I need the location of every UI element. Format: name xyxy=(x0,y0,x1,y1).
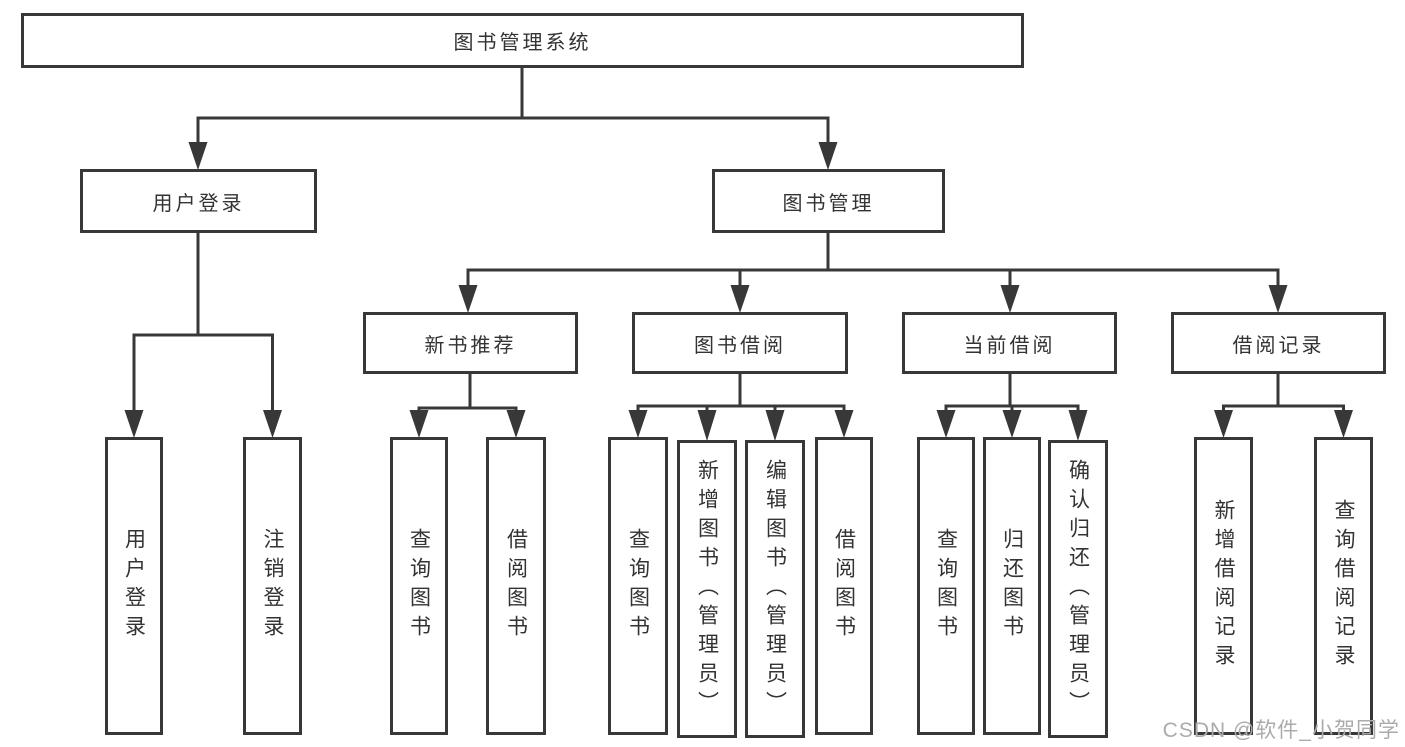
arrowhead-icon xyxy=(263,410,282,438)
connector-level2-branch xyxy=(196,116,830,146)
arrowhead-icon xyxy=(1002,410,1022,438)
leaf-borrow-books: 借阅图书 xyxy=(486,437,546,735)
leaf-logout: 注销登录 xyxy=(243,437,302,735)
arrowhead-icon xyxy=(458,285,478,313)
leaf-add-books-admin: 新增图书（管理员） xyxy=(677,440,737,738)
node-label: 新增借阅记录 xyxy=(1212,499,1235,673)
arrowhead-icon xyxy=(818,142,838,170)
connector-records-branch xyxy=(1222,404,1345,416)
arrowhead-icon xyxy=(936,410,956,438)
leaf-query-books: 查询图书 xyxy=(390,437,448,735)
node-label: 确认归还（管理员） xyxy=(1066,458,1090,720)
node-label: 查询图书 xyxy=(934,528,958,644)
node-label: 新增图书（管理员） xyxy=(695,458,719,720)
node-label: 注销登录 xyxy=(261,528,284,644)
node-label: 当前借阅 xyxy=(963,334,1056,357)
csdn-watermark: CSDN @软件_小贺同学 xyxy=(1162,719,1400,742)
leaf-query-books: 查询图书 xyxy=(917,437,975,735)
node-book-management: 图书管理 xyxy=(712,169,945,233)
node-book-borrowing: 图书借阅 xyxy=(632,312,848,374)
node-label: 查询图书 xyxy=(407,528,431,644)
leaf-confirm-return-admin: 确认归还（管理员） xyxy=(1048,440,1108,738)
node-label: 图书管理 xyxy=(782,192,875,215)
connector-level3-branch xyxy=(466,268,1280,289)
leaf-add-borrow-record: 新增借阅记录 xyxy=(1194,437,1253,735)
arrowhead-icon xyxy=(1268,285,1288,313)
arrowhead-icon xyxy=(1334,410,1353,438)
arrowhead-icon xyxy=(834,410,854,438)
leaf-return-books: 归还图书 xyxy=(983,437,1041,735)
node-label: 编辑图书（管理员） xyxy=(763,458,787,720)
arrowhead-icon xyxy=(765,410,785,441)
arrowhead-icon xyxy=(1000,285,1020,313)
arrowhead-icon xyxy=(188,142,208,170)
leaf-user-login: 用户登录 xyxy=(105,437,163,735)
leaf-query-borrow-record: 查询借阅记录 xyxy=(1314,437,1373,735)
arrowhead-icon xyxy=(124,410,144,438)
node-borrowing-records: 借阅记录 xyxy=(1171,312,1386,374)
arrowhead-icon xyxy=(506,410,526,438)
leaf-borrow-books: 借阅图书 xyxy=(815,437,873,735)
node-root: 图书管理系统 xyxy=(21,13,1024,68)
node-label: 借阅图书 xyxy=(504,528,528,644)
leaf-edit-books-admin: 编辑图书（管理员） xyxy=(745,440,805,738)
leaf-query-books: 查询图书 xyxy=(608,437,668,735)
node-label: 新书推荐 xyxy=(424,334,517,357)
node-new-book-recommend: 新书推荐 xyxy=(363,312,578,374)
arrowhead-icon xyxy=(628,410,648,438)
node-label: 图书管理系统 xyxy=(453,32,592,54)
arrowhead-icon xyxy=(1214,410,1233,438)
node-label: 用户登录 xyxy=(152,192,245,215)
connector-borrowing-branch xyxy=(636,404,846,416)
arrowhead-icon xyxy=(409,410,429,438)
connector-userlogin-branch xyxy=(132,333,274,414)
arrowhead-icon xyxy=(730,285,750,313)
node-label: 查询借阅记录 xyxy=(1332,499,1355,673)
node-label: 查询图书 xyxy=(626,528,650,644)
connector-newbook-branch xyxy=(417,406,518,416)
node-label: 借阅记录 xyxy=(1232,334,1325,357)
node-label: 借阅图书 xyxy=(832,528,856,644)
node-user-login: 用户登录 xyxy=(80,169,317,233)
arrowhead-icon xyxy=(697,410,717,441)
node-label: 用户登录 xyxy=(122,528,146,644)
arrowhead-icon xyxy=(1068,410,1088,441)
node-label: 图书借阅 xyxy=(694,334,786,357)
node-current-borrowing: 当前借阅 xyxy=(902,312,1117,374)
node-label: 归还图书 xyxy=(1000,528,1024,644)
